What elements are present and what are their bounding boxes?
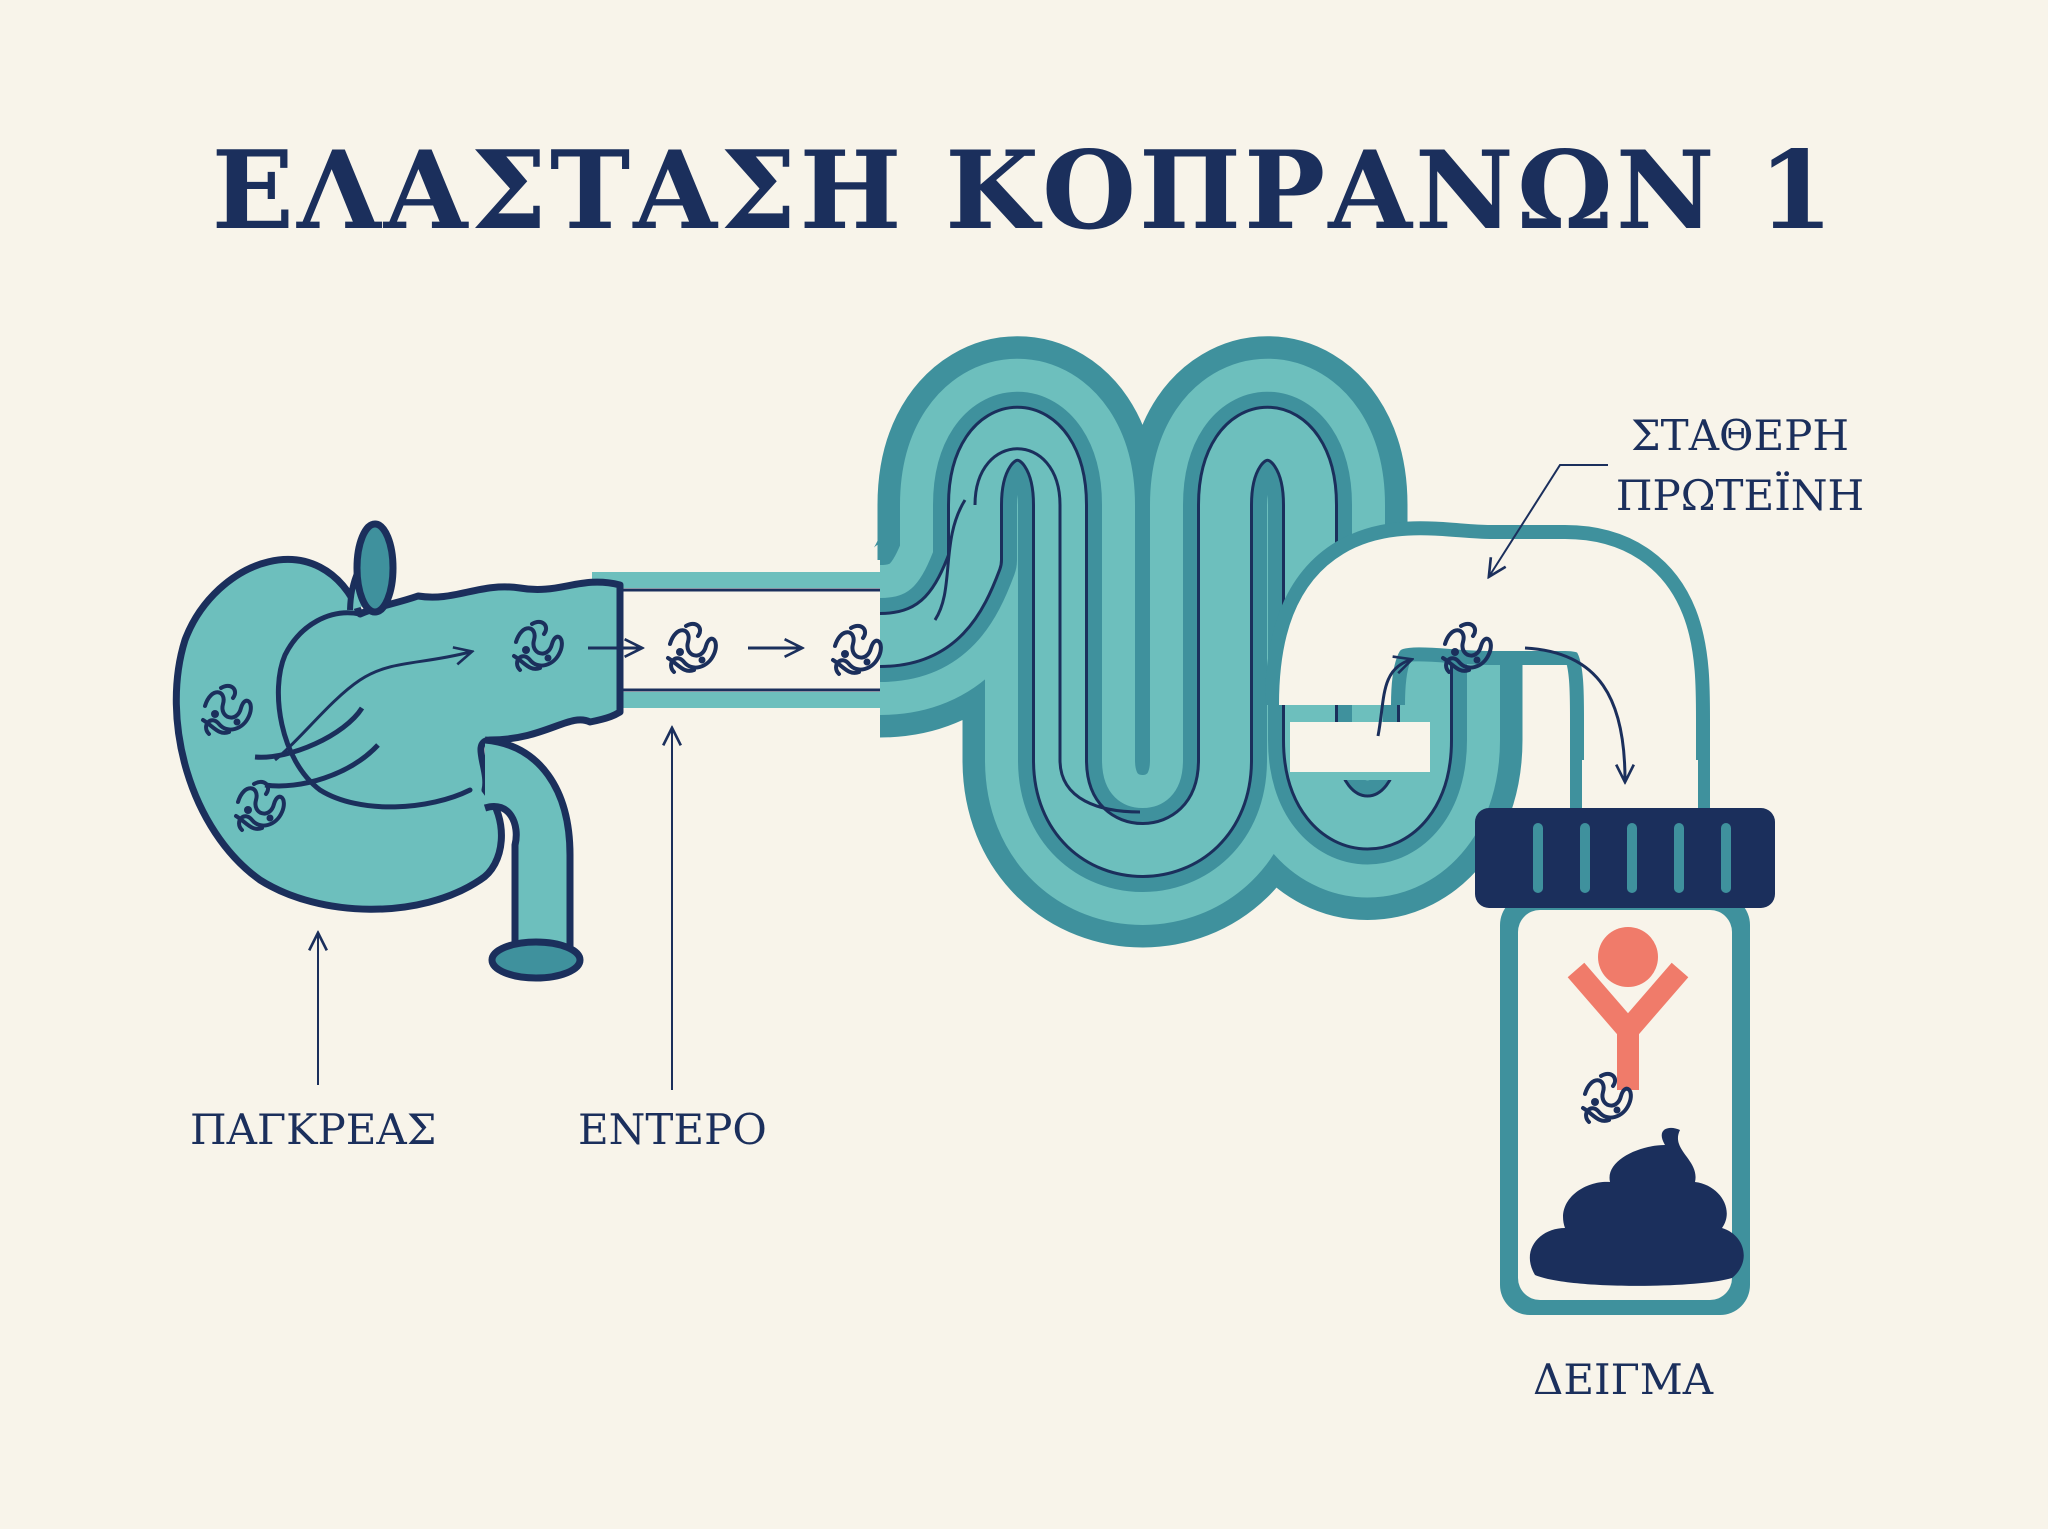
stable-protein-label-line2: ΠΡΩΤΕΪΝΗ bbox=[1615, 471, 1865, 520]
stable-protein-label-line1: ΣΤΑΘΕΡΗ bbox=[1630, 411, 1850, 460]
page-title: ΕΛΑΣΤΑΣΗ ΚΟΠΡΑΝΩΝ 1 bbox=[211, 128, 1837, 254]
stable-protein-label: ΣΤΑΘΕΡΗ ΠΡΩΤΕΪΝΗ bbox=[1615, 406, 1865, 526]
pancreas-label: ΠΑΓΚΡΕΑΣ bbox=[190, 1105, 437, 1154]
intestine-label: ΕΝΤΕΡΟ bbox=[578, 1105, 767, 1154]
antibody-icon bbox=[1567, 927, 1689, 1090]
outlet-pipe bbox=[1265, 521, 1710, 810]
arrow-icon bbox=[1376, 660, 1410, 737]
intestine-tube bbox=[590, 530, 993, 708]
coiled-intestine bbox=[870, 336, 1523, 948]
arrow-icon bbox=[1524, 646, 1625, 780]
sample-label: ΔΕΙΓΜΑ bbox=[1533, 1355, 1714, 1404]
pancreas-organ bbox=[172, 520, 624, 982]
stool-icon bbox=[1529, 1127, 1744, 1286]
flow-arrows bbox=[588, 648, 1625, 780]
label-pointers bbox=[318, 464, 1608, 1090]
stable-protein-pointer bbox=[1490, 464, 1608, 575]
